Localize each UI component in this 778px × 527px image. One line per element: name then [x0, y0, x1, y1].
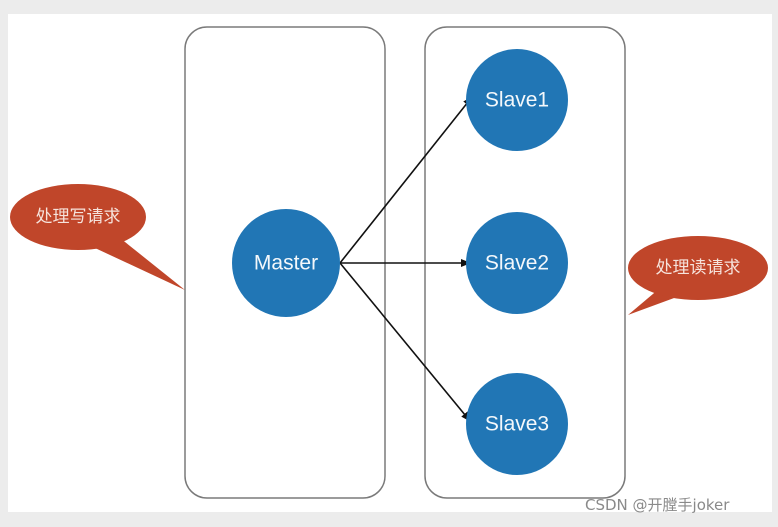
slave1-label: Slave1: [485, 89, 549, 112]
slave3-node: Slave3: [466, 373, 568, 475]
arrow-master-to-slave3: [339, 262, 471, 422]
slave2-label: Slave2: [485, 252, 549, 275]
master-label: Master: [254, 252, 318, 275]
arrow-master-to-slave1: [339, 96, 473, 264]
slave1-node: Slave1: [466, 49, 568, 151]
read-request-label: 处理读请求: [656, 258, 741, 278]
write-request-label: 处理写请求: [36, 207, 121, 227]
slave3-label: Slave3: [485, 413, 549, 436]
read-request-callout: 处理读请求: [628, 236, 768, 315]
slave2-node: Slave2: [466, 212, 568, 314]
watermark: CSDN @开膛手joker: [585, 496, 730, 514]
write-request-callout: 处理写请求: [10, 184, 185, 290]
master-node: Master: [232, 209, 340, 317]
